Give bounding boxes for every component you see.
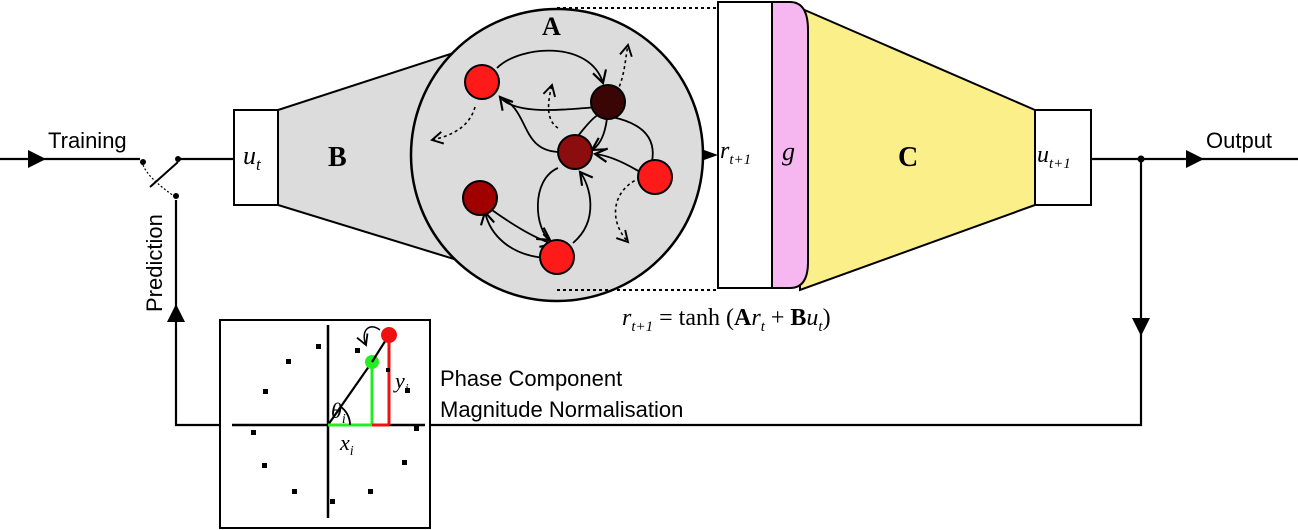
reservoir-node	[637, 159, 673, 195]
input-ut-box	[233, 109, 279, 206]
feedback-down-arrow	[1132, 318, 1150, 336]
ut-label: ut	[243, 141, 262, 174]
reservoir-node	[464, 64, 500, 100]
feedback-loop	[174, 159, 1143, 427]
r-next-label: rt+1	[720, 138, 751, 168]
C-label: C	[898, 142, 918, 173]
output-label: Output	[1206, 128, 1272, 153]
training-label: Training	[48, 128, 127, 153]
theta-label: θi	[331, 398, 346, 427]
theta-arc	[340, 406, 351, 426]
A-label: A	[542, 12, 561, 41]
ut1-label: ut+1	[1037, 142, 1071, 172]
g-label: g	[782, 137, 795, 166]
reservoir-node	[462, 180, 498, 216]
reservoir-dotted-arrows	[430, 43, 641, 244]
phase-component-label: Phase Component	[440, 366, 622, 391]
normalise-curve-arrow	[356, 326, 381, 347]
reservoir-node	[590, 84, 626, 120]
reservoir-node	[539, 239, 575, 275]
prediction-label: Prediction	[142, 214, 167, 312]
unit-circle-dots	[251, 344, 419, 504]
reservoir-to-r-arrow	[704, 150, 718, 160]
input-line	[0, 150, 140, 168]
training-prediction-switch[interactable]	[140, 156, 181, 199]
yi-tick	[386, 368, 390, 372]
phase-red-vector	[371, 327, 397, 427]
reservoir-equation: rt+1 = tanh (Art + But)	[622, 305, 831, 335]
yi-label: yi	[393, 368, 409, 397]
reservoir-node	[557, 134, 593, 170]
xi-label: xi	[339, 430, 354, 459]
nonlinear-g-box	[771, 0, 809, 289]
output-ut1-box	[1034, 109, 1092, 206]
magnitude-normalisation-label: Magnitude Normalisation	[440, 397, 683, 422]
feedback-up-arrow	[167, 304, 185, 322]
reservoir-state-r-box	[717, 1, 773, 289]
B-label: B	[328, 142, 347, 173]
